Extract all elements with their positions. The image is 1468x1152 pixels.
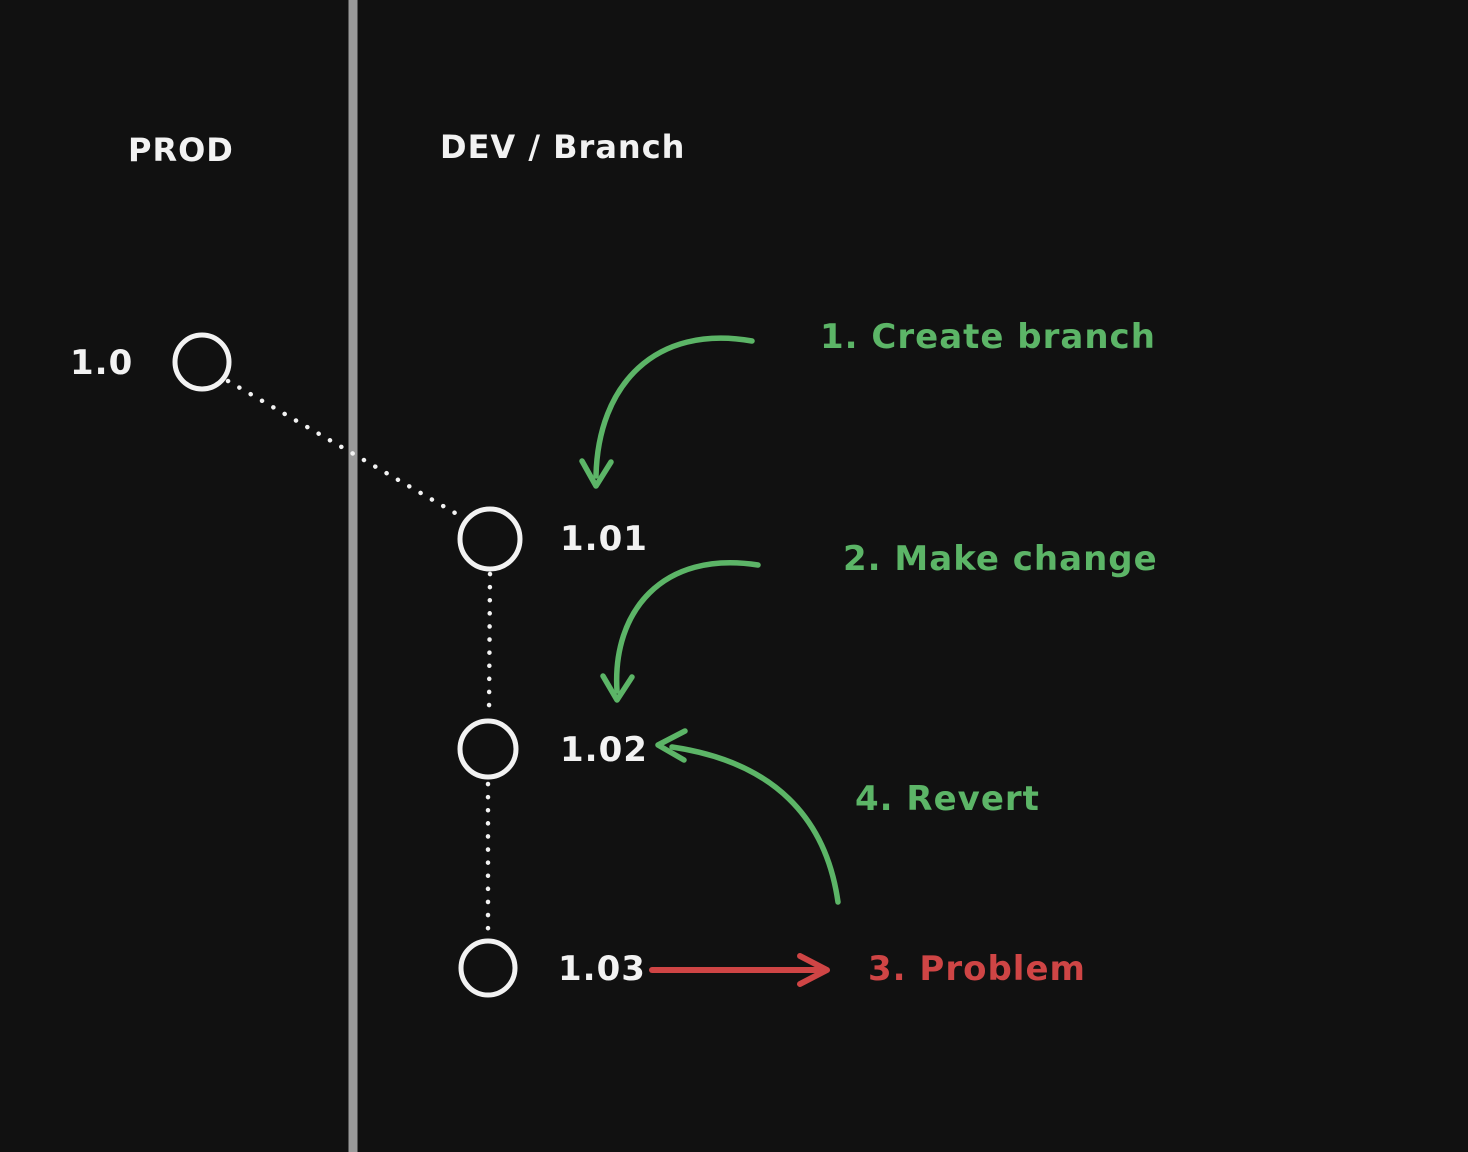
commit-node-1-03 xyxy=(458,938,518,998)
arrowhead-make-change-icon xyxy=(600,673,635,703)
arrow-revert xyxy=(669,744,841,905)
arrowhead-revert-icon xyxy=(655,728,688,763)
node-label-1-03: 1.03 xyxy=(558,949,646,989)
annotation-revert: 4. Revert xyxy=(855,779,1040,819)
node-label-1-01: 1.01 xyxy=(560,519,648,559)
connector-10-to-101 xyxy=(225,378,465,520)
connector-101-to-102 xyxy=(486,571,493,717)
annotation-make-change: 2. Make change xyxy=(843,539,1158,579)
arrowhead-create-branch-icon xyxy=(579,458,614,489)
arrow-make-change xyxy=(613,560,761,694)
arrowhead-problem-icon xyxy=(797,953,830,987)
commit-node-1-0 xyxy=(172,332,232,392)
lane-label-dev: DEV / Branch xyxy=(440,128,686,166)
annotation-problem: 3. Problem xyxy=(868,949,1086,989)
commit-node-1-02 xyxy=(457,718,519,780)
node-label-1-0: 1.0 xyxy=(70,343,134,383)
node-label-1-02: 1.02 xyxy=(560,730,648,770)
commit-node-1-01 xyxy=(457,506,523,572)
annotation-create-branch: 1. Create branch xyxy=(820,317,1156,357)
lane-label-prod: PROD xyxy=(128,131,234,169)
arrow-create-branch xyxy=(593,335,755,479)
